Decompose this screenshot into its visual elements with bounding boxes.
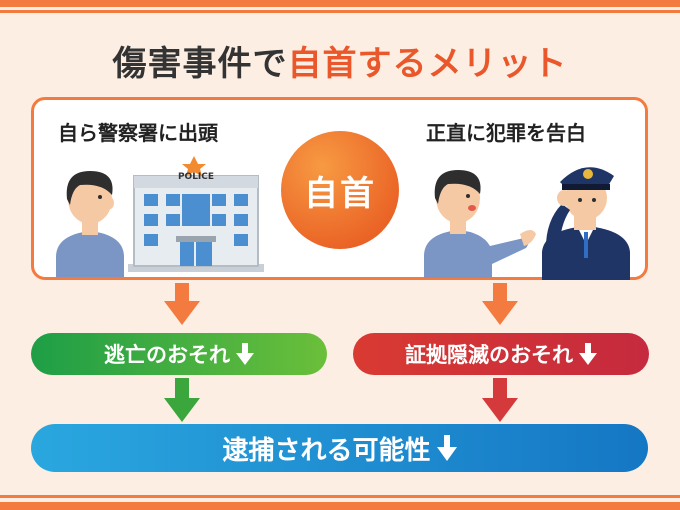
down-arrow-icon xyxy=(436,435,457,461)
bottom-stripe xyxy=(0,502,680,510)
flight-risk-pill: 逃亡のおそれ xyxy=(31,333,327,375)
evidence-risk-label: 証拠隠滅のおそれ xyxy=(405,343,573,367)
surrender-circle: 自首 xyxy=(281,131,399,249)
arrest-risk-pill: 逮捕される可能性 xyxy=(31,424,648,472)
person-icon xyxy=(56,171,124,277)
left-action-label: 自ら警察署に出頭 xyxy=(58,121,218,145)
down-arrow-icon xyxy=(482,283,518,325)
down-arrow-icon xyxy=(164,378,200,422)
police-officer-icon xyxy=(542,167,630,280)
flight-risk-label: 逃亡のおそれ xyxy=(104,343,230,367)
down-arrow-icon xyxy=(579,343,597,365)
down-arrow-icon xyxy=(164,283,200,325)
person-gesturing-icon xyxy=(424,170,536,278)
arrest-risk-label: 逮捕される可能性 xyxy=(222,435,431,466)
title-prefix: 傷害事件で xyxy=(112,44,288,84)
top-stripe-thin xyxy=(0,10,680,13)
police-sign: POLICE xyxy=(177,172,215,182)
right-action-label: 正直に犯罪を告白 xyxy=(426,121,586,145)
top-stripe xyxy=(0,0,680,7)
title-highlight: 自首するメリット xyxy=(287,44,568,84)
bottom-stripe-thin xyxy=(0,495,680,498)
down-arrow-icon xyxy=(236,343,254,365)
down-arrow-icon xyxy=(482,378,518,422)
surrender-label: 自首 xyxy=(304,173,376,214)
police-station-icon xyxy=(128,156,264,272)
page-title: 傷害事件で自首するメリット xyxy=(0,36,680,85)
evidence-risk-pill: 証拠隠滅のおそれ xyxy=(353,333,649,375)
